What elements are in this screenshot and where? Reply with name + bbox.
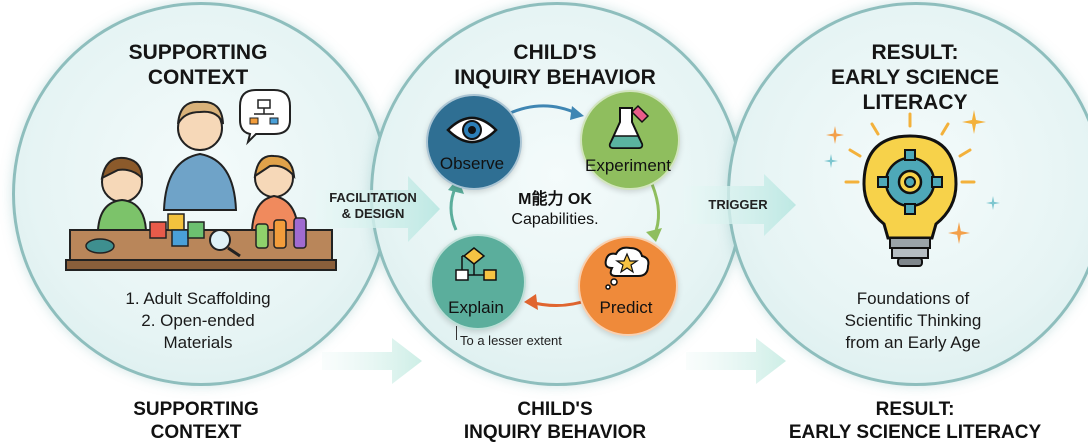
trigger-label: TRIGGER	[708, 197, 768, 212]
sparkle-icon	[824, 154, 838, 168]
inquiry-title: CHILD'S INQUIRY BEHAVIOR	[430, 40, 680, 90]
bottom-context-line1: SUPPORTING	[133, 399, 259, 420]
sparkle-icon	[948, 222, 970, 244]
inquiry-title-line1: CHILD'S	[513, 41, 597, 64]
bottom-title-result: RESULT: EARLY SCIENCE LITERACY	[760, 398, 1070, 444]
bottom-title-inquiry: CHILD'S INQUIRY BEHAVIOR	[430, 398, 680, 444]
result-title-line3: LITERACY	[862, 91, 968, 114]
sparkle-icon	[986, 196, 1000, 210]
facilitation-label: FACILITATION & DESIGN	[318, 190, 428, 222]
result-desc-line1: Foundations of	[856, 289, 970, 308]
bottom-result-line2: EARLY SCIENCE LITERACY	[788, 422, 1042, 443]
result-desc-line2: Scientific Thinking	[844, 311, 982, 330]
result-title: RESULT: EARLY SCIENCE LITERACY	[800, 40, 1030, 115]
center-line2: Capabilities.	[511, 211, 599, 228]
thought-bubble-star-icon	[604, 246, 650, 290]
bottom-result-line1: RESULT:	[875, 399, 955, 420]
stage-explain	[430, 234, 526, 330]
result-title-line2: EARLY SCIENCE	[830, 66, 1000, 89]
result-desc-line3: from an Early Age	[845, 333, 981, 352]
context-item-2-line1: 2. Open-ended	[141, 311, 255, 330]
inquiry-center-text: M能力 OK Capabilities.	[480, 190, 630, 230]
bottom-context-line2: CONTEXT	[150, 422, 242, 443]
bottom-arrow-1	[322, 338, 422, 384]
result-title-line1: RESULT:	[871, 41, 959, 64]
stage-predict-label: Predict	[599, 298, 653, 317]
sparkle-icon	[962, 110, 986, 134]
lesser-extent-note: To a lesser extent	[460, 333, 562, 348]
sparkle-icon	[826, 126, 844, 144]
lightbulb-gear-icon	[844, 112, 976, 267]
flask-icon	[608, 104, 650, 149]
facilitation-label-line2: & DESIGN	[341, 206, 405, 221]
context-item-2-line2: Materials	[163, 333, 233, 352]
context-item-1: 1. Adult Scaffolding	[125, 289, 271, 308]
eye-icon	[446, 116, 498, 144]
bottom-title-context: SUPPORTING CONTEXT	[96, 398, 296, 444]
stage-observe-label: Observe	[439, 154, 505, 173]
bottom-arrow-2	[686, 338, 786, 384]
bottom-inquiry-line2: INQUIRY BEHAVIOR	[463, 422, 647, 443]
flowchart-icon	[455, 247, 497, 281]
inquiry-panel-circle	[370, 2, 744, 386]
center-line1: M能力 OK	[518, 191, 592, 208]
trigger-arrow	[684, 174, 796, 236]
facilitation-label-line1: FACILITATION	[329, 190, 417, 205]
result-description: Foundations of Scientific Thinking from …	[800, 288, 1026, 354]
note-pointer	[456, 326, 457, 340]
bottom-inquiry-line1: CHILD'S	[517, 399, 593, 420]
stage-explain-label: Explain	[448, 298, 504, 317]
context-title-line2: CONTEXT	[147, 66, 249, 89]
facilitation-arrow	[316, 176, 440, 242]
context-items: 1. Adult Scaffolding 2. Open-ended Mater…	[88, 288, 308, 354]
inquiry-title-line2: INQUIRY BEHAVIOR	[454, 66, 656, 89]
context-title-line1: SUPPORTING	[128, 41, 268, 64]
family-scene-illustration	[65, 89, 337, 271]
context-title: SUPPORTING CONTEXT	[98, 40, 298, 90]
stage-experiment-label: Experiment	[585, 156, 671, 175]
